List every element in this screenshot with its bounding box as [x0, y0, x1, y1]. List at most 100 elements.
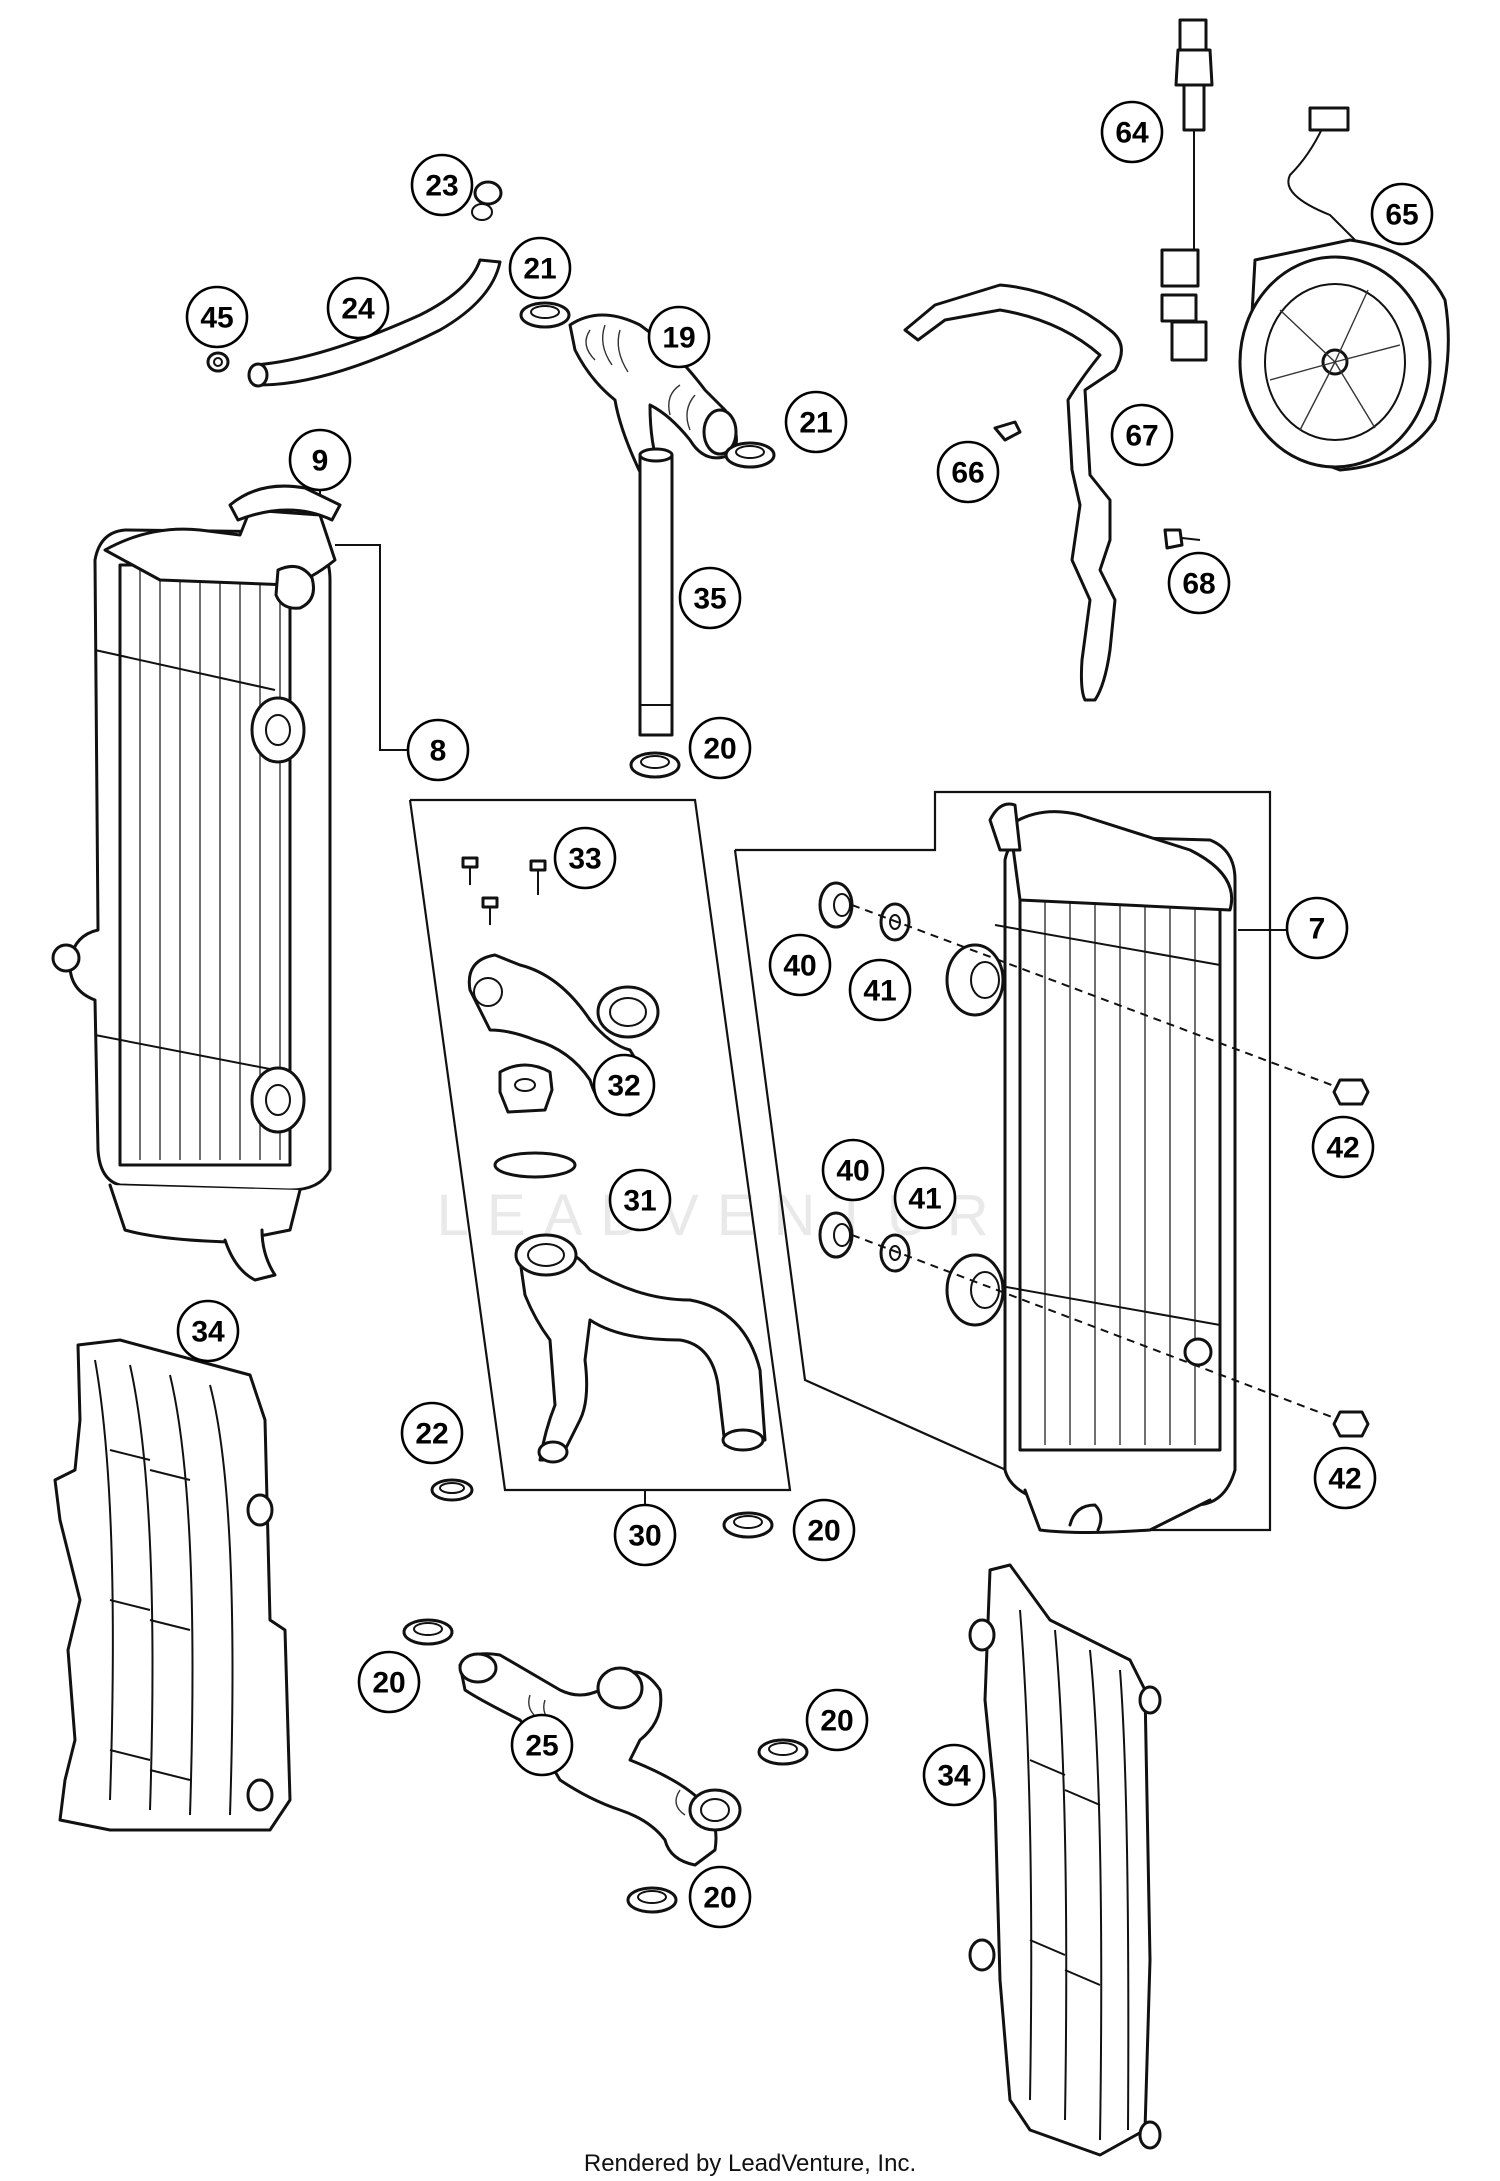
callout-circle: [1370, 182, 1434, 246]
callout-circle: [508, 236, 572, 300]
callout-34: 34: [922, 1743, 986, 1807]
bolt-42-upper: [1332, 1078, 1370, 1106]
right-radiator: [945, 802, 1237, 1534]
hose-kit-30-frame: [408, 798, 792, 1492]
callout-68: 68: [1167, 551, 1231, 615]
callout-42: 42: [1313, 1446, 1377, 1510]
callout-20: 20: [357, 1650, 421, 1714]
clamp-20-lower-right: [757, 1738, 809, 1766]
callout-number: 8: [430, 735, 447, 768]
callout-number: 20: [372, 1667, 405, 1700]
callout-9: 9: [288, 428, 352, 492]
callout-number: 24: [341, 293, 375, 326]
callout-number: 42: [1326, 1132, 1359, 1165]
callout-67: 67: [1110, 403, 1174, 467]
clamp-21-upper: [519, 301, 571, 329]
left-radiator: [51, 484, 342, 1282]
clamp-22: [430, 1478, 474, 1502]
callout-number: 20: [807, 1515, 840, 1548]
callout-number: 9: [312, 445, 329, 478]
callout-number: 40: [836, 1155, 869, 1188]
callout-circle: [1100, 100, 1164, 164]
clamp-20-kit: [722, 1511, 774, 1539]
callout-number: 21: [523, 253, 556, 286]
callout-number: 64: [1115, 117, 1149, 150]
callout-65: 65: [1370, 182, 1434, 246]
callout-number: 45: [200, 302, 233, 335]
assembly-line-lower: [851, 1234, 1346, 1423]
callout-41: 41: [848, 958, 912, 1022]
callout-20: 20: [688, 1865, 752, 1929]
clamp-21-lower: [724, 441, 776, 469]
callout-circle: [613, 1503, 677, 1567]
callout-41: 41: [893, 1166, 957, 1230]
callout-8: 8: [406, 718, 470, 782]
washer-41-lower: [879, 1233, 911, 1273]
callout-number: 20: [820, 1705, 853, 1738]
thermostat-32: [498, 1063, 554, 1114]
callout-number: 42: [1328, 1463, 1361, 1496]
callout-25: 25: [510, 1713, 574, 1777]
callout-circle: [792, 1498, 856, 1562]
callout-number: 20: [703, 733, 736, 766]
radiator-shroud-34-left: [53, 1338, 292, 1832]
lower-hose-25: [458, 1652, 742, 1867]
callout-number: 34: [937, 1760, 971, 1793]
callout-number: 66: [951, 457, 984, 490]
screw-66: [993, 420, 1022, 442]
callout-number: 22: [415, 1418, 448, 1451]
clamp-20-bottom: [626, 1886, 678, 1914]
callout-number: 40: [783, 950, 816, 983]
o-ring-31: [493, 1151, 577, 1179]
callout-number: 35: [693, 583, 726, 616]
callout-circle: [848, 958, 912, 1022]
callout-number: 7: [1309, 913, 1326, 946]
callout-22: 22: [400, 1401, 464, 1465]
temperature-sensor-64: [1160, 18, 1214, 362]
callout-circle: [406, 718, 470, 782]
callout-circle: [1110, 403, 1174, 467]
callout-number: 19: [662, 322, 695, 355]
y-hose-19-outlet: [702, 408, 738, 456]
callout-number: 23: [425, 170, 458, 203]
callout-circle: [678, 566, 742, 630]
overflow-hose-24: [253, 258, 502, 387]
callout-number: 20: [703, 1882, 736, 1915]
callout-circle: [592, 1053, 656, 1117]
clamp-23: [471, 180, 503, 221]
callout-circle: [1311, 1115, 1375, 1179]
hose-24-end: [247, 362, 269, 388]
callout-circle: [288, 428, 352, 492]
leader-8: [335, 544, 420, 751]
screw-68: [1163, 528, 1201, 550]
callout-40: 40: [821, 1138, 885, 1202]
thermostat-housing-lower: [514, 1233, 767, 1464]
clamp-20-lower-left: [402, 1618, 454, 1646]
grommet-40-upper: [818, 881, 854, 929]
callout-number: 33: [568, 843, 601, 876]
callout-circle: [821, 1138, 885, 1202]
callout-20: 20: [688, 716, 752, 780]
callout-number: 21: [799, 407, 832, 440]
callout-circle: [510, 1713, 574, 1777]
radiator-7-frame: [733, 790, 1272, 1532]
callout-circle: [608, 1168, 672, 1232]
callout-19: 19: [647, 305, 711, 369]
callout-21: 21: [508, 236, 572, 300]
callout-circle: [805, 1688, 869, 1752]
callout-circle: [400, 1401, 464, 1465]
callout-number: 34: [191, 1316, 225, 1349]
callout-24: 24: [326, 276, 390, 340]
callout-30: 30: [613, 1503, 677, 1567]
callout-66: 66: [936, 440, 1000, 504]
callout-circle: [326, 276, 390, 340]
callout-circle: [176, 1299, 240, 1363]
callout-circle: [647, 305, 711, 369]
clamp-20-pipe: [629, 751, 681, 779]
callout-20: 20: [805, 1688, 869, 1752]
callout-number: 25: [525, 1730, 558, 1763]
callout-circle: [410, 153, 474, 217]
callout-40: 40: [768, 933, 832, 997]
callout-20: 20: [792, 1498, 856, 1562]
